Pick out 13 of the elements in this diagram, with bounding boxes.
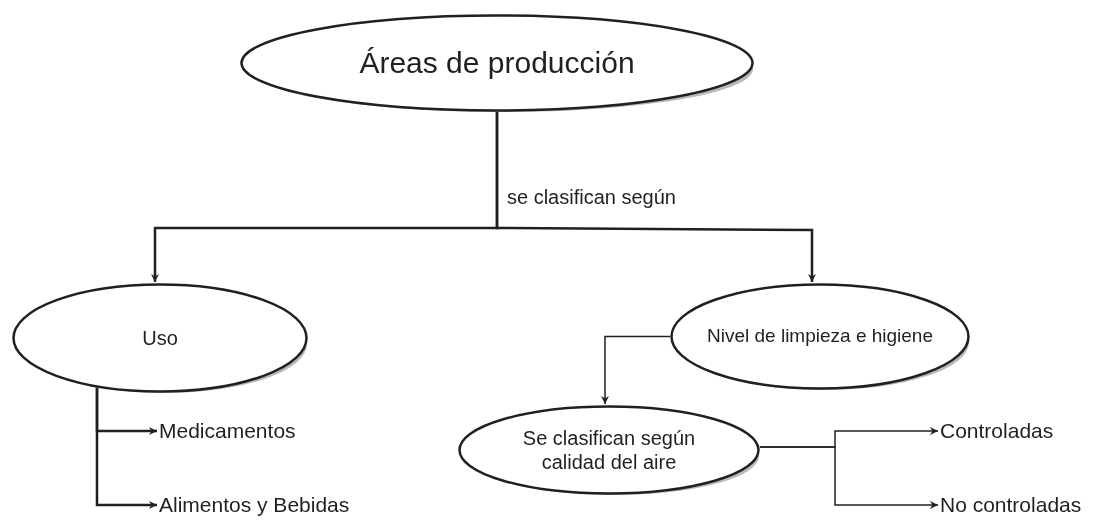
node-label: Controladas	[940, 418, 1054, 444]
node-label: Áreas de producción	[359, 45, 635, 81]
arrow	[495, 112, 816, 283]
node-label: No controladas	[940, 492, 1082, 518]
edge-label: se clasifican según	[505, 186, 678, 209]
arrow	[759, 446, 939, 509]
node-label: Nivel de limpieza e higiene	[707, 325, 933, 348]
node-label: Se clasifican según calidad del aire	[521, 426, 697, 474]
arrow	[95, 387, 157, 509]
arrow	[601, 335, 671, 405]
node-label: Uso	[142, 326, 178, 350]
node-label: Medicamentos	[159, 418, 296, 444]
node-label: Alimentos y Bebidas	[159, 492, 350, 518]
